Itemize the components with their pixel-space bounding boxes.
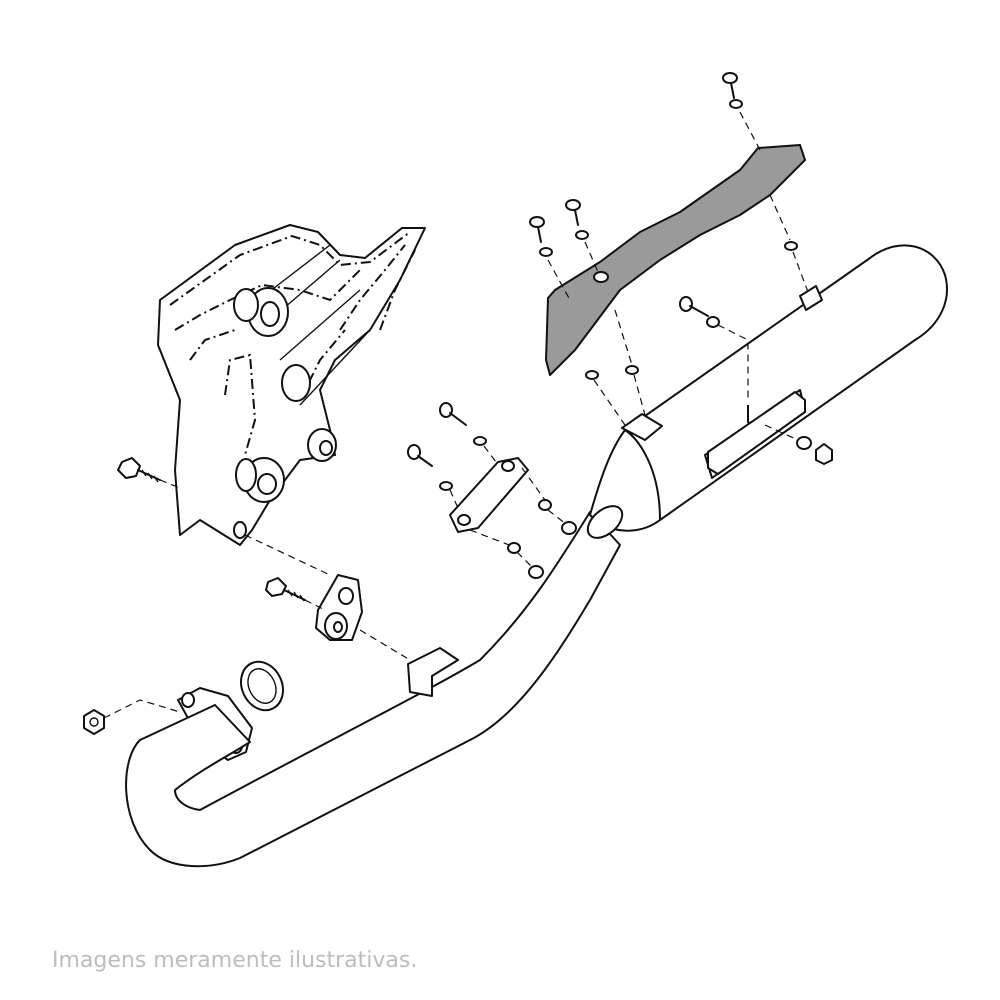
cover-spacers xyxy=(469,467,577,579)
washer-shield-right xyxy=(769,194,809,293)
muffler-guard xyxy=(707,391,806,475)
washer-nut-right xyxy=(764,424,833,465)
muffler xyxy=(586,244,948,539)
hanger-bracket xyxy=(244,534,411,661)
washers-under-shield xyxy=(585,309,646,426)
screw-top-right xyxy=(722,72,761,151)
disclaimer-caption: Imagens meramente ilustrativas. xyxy=(52,948,418,973)
center-cover-plate xyxy=(449,457,529,533)
screw-shield-left xyxy=(529,216,571,301)
hanger-bolt xyxy=(265,577,326,611)
exhaust-gasket xyxy=(240,660,284,712)
frame-bracket xyxy=(157,224,426,546)
screw-shield-center xyxy=(565,199,599,273)
screw-cover-upper xyxy=(439,402,497,463)
exhaust-header-pipe xyxy=(125,511,621,868)
screw-muffler-bracket xyxy=(679,296,749,402)
screw-cover-lower xyxy=(407,444,459,509)
flange-nut xyxy=(83,699,181,735)
frame-bolt xyxy=(117,457,181,489)
